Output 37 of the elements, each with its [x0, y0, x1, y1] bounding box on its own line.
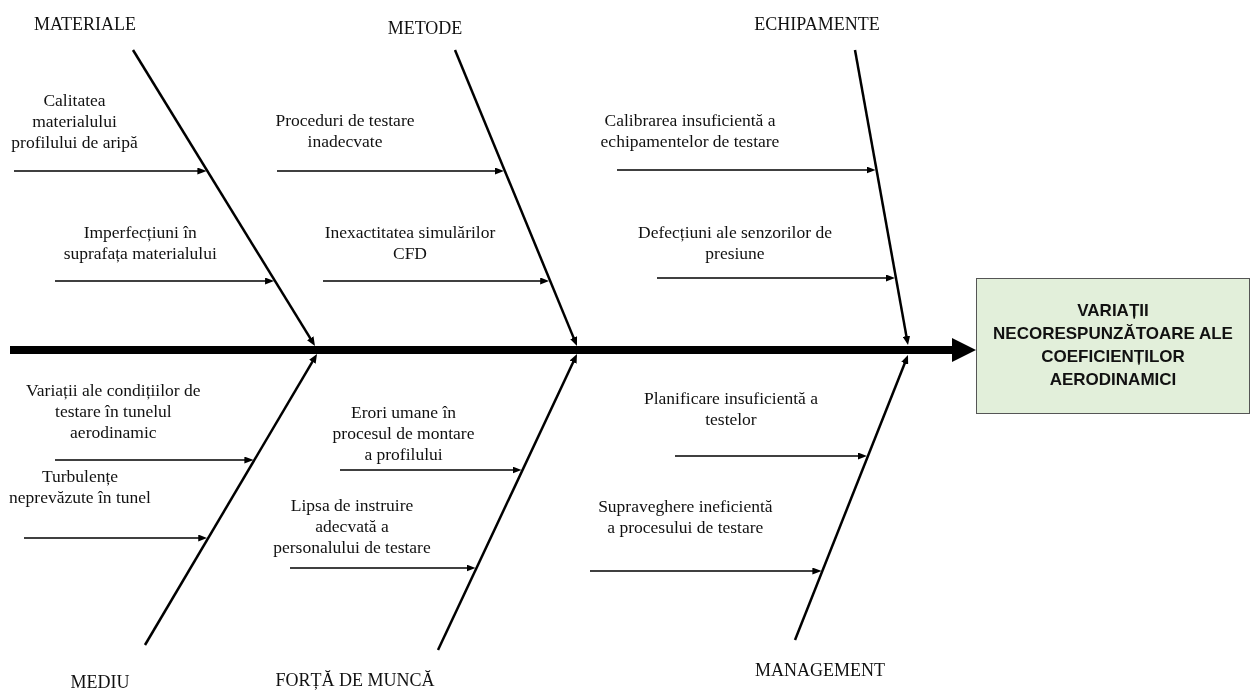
cause-label: Variații ale condițiilor de testare în tunelul aerodinamic [25, 380, 202, 443]
cause-arrow [54, 456, 254, 464]
bone-arrow [793, 355, 909, 641]
cause-arrow [54, 277, 275, 285]
category-label: FORȚĂ DE MUNCĂ [274, 670, 436, 692]
cause-label: Proceduri de testare inadecvate [274, 110, 416, 152]
bone-arrow [853, 49, 911, 345]
category-label: MEDIU [69, 672, 131, 694]
cause-label: Supraveghere ineficientă a procesului de testare [597, 496, 774, 538]
cause-label: Calibrarea insuficientă a echipamentelor de testare [599, 110, 781, 152]
cause-arrow [674, 452, 867, 460]
cause-arrow [23, 534, 208, 542]
cause-arrow [322, 277, 550, 285]
category-label: MATERIALE [33, 14, 137, 36]
cause-arrow [656, 274, 895, 282]
cause-arrow [13, 167, 207, 175]
cause-label: Inexactitatea simulărilor CFD [323, 222, 497, 264]
cause-label: Calitatea materialului profilului de aripă [10, 90, 139, 153]
bone-arrow [453, 49, 578, 346]
cause-label: Lipsa de instruire adecvată a personalului de testare [272, 495, 432, 558]
category-label: METODE [386, 18, 464, 40]
cause-label: Erori umane în procesul de montare a profilului [331, 402, 476, 465]
cause-label: Planificare insuficientă a testelor [642, 388, 819, 430]
category-label: MANAGEMENT [754, 660, 886, 682]
bone-arrow [131, 49, 315, 346]
cause-arrow [339, 466, 522, 474]
cause-label: Turbulențe neprevăzute în tunel [9, 466, 151, 508]
cause-label: Defecțiuni ale senzorilor de presiune [637, 222, 833, 264]
bone-arrow [143, 354, 317, 646]
cause-arrow [289, 564, 476, 572]
cause-arrow [616, 166, 876, 174]
cause-arrow [589, 567, 822, 575]
bone-arrow [436, 354, 577, 651]
effect-box: VARIAȚII NECORESPUNZĂTOARE ALE COEFICIENȚILOR AERODINAMICI [976, 278, 1250, 414]
cause-label: Imperfecțiuni în suprafața materialului [62, 222, 218, 264]
category-label: ECHIPAMENTE [753, 14, 881, 36]
cause-arrow [276, 167, 504, 175]
